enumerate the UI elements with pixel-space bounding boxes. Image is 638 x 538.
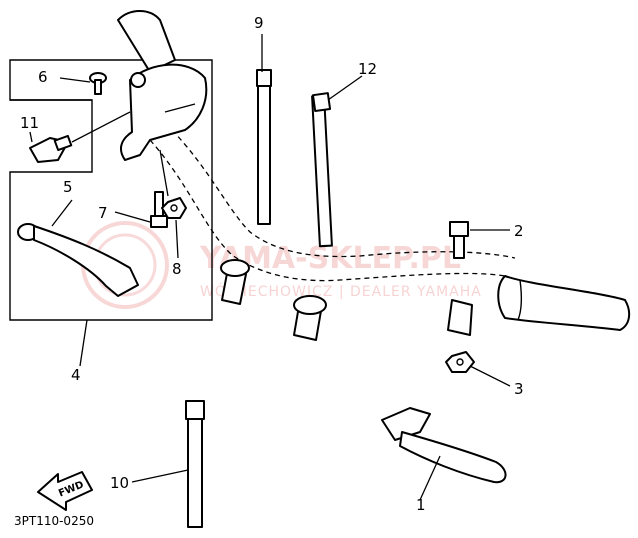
nut-8: [161, 197, 187, 219]
callout-8: 8: [172, 260, 182, 278]
lever-5: [17, 223, 139, 297]
lever-bracket: [119, 63, 208, 161]
callout-4: 4: [71, 366, 81, 384]
nut-3: [445, 351, 475, 373]
callout-10: 10: [110, 474, 129, 492]
callouts: 1 2 3 4 5 6 7 8 9 10 11 12: [20, 14, 524, 514]
cable-tie-9: [256, 69, 272, 225]
callout-5: 5: [63, 178, 73, 196]
callout-9: 9: [254, 14, 264, 32]
bolt-2: [449, 221, 469, 259]
callout-1: 1: [416, 496, 426, 514]
cable-tie-10: [185, 400, 205, 528]
callout-3: 3: [514, 380, 524, 398]
bolt-7: [150, 191, 168, 228]
cable-tie-12: [311, 92, 333, 248]
lever-1: [381, 407, 507, 484]
watermark-dealer: WÓJCIECHOWICZ | DEALER YAMAHA: [200, 282, 482, 300]
assembly-frame: [9, 59, 213, 321]
handlebar: [117, 10, 631, 341]
fwd-arrow-icon: FWD: [37, 471, 93, 511]
watermark: YAMA-SKLEP.PL WÓJCIECHOWICZ | DEALER YAM…: [81, 221, 482, 309]
screw-6: [89, 72, 107, 95]
callout-11: 11: [20, 114, 39, 132]
diagram-code: 3PT110-0250: [14, 514, 94, 528]
callout-12: 12: [358, 60, 377, 78]
callout-6: 6: [38, 68, 48, 86]
callout-2: 2: [514, 222, 524, 240]
adjuster-11: [29, 134, 73, 163]
leader-lines: [29, 34, 511, 501]
callout-7: 7: [98, 204, 108, 222]
